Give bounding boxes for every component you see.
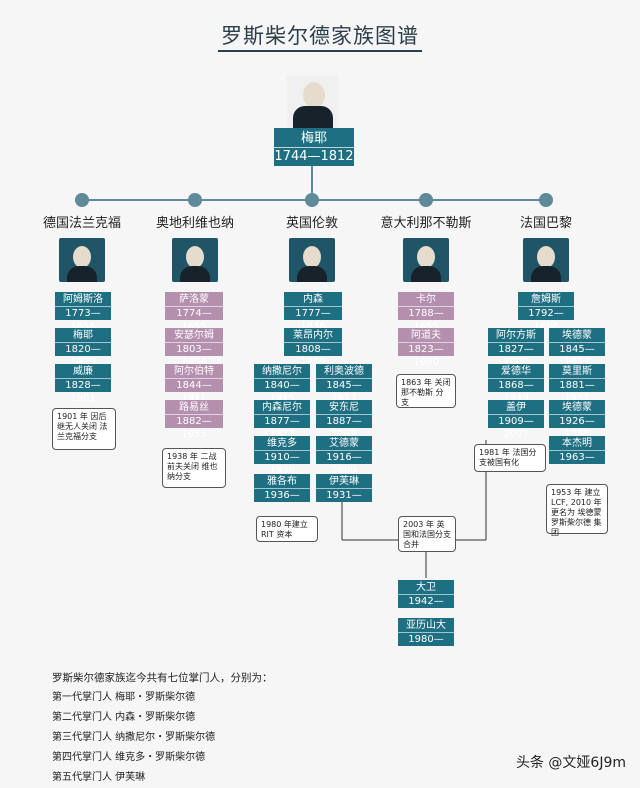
branch-label-vienna: 奥地利维也纳 (155, 216, 234, 231)
portrait-james (523, 238, 569, 282)
note-1953: 1953 年 建立 LCF, 2010 年更名为 埃德蒙罗斯柴尔德 集团 (546, 484, 608, 537)
summary-line: 第三代掌门人 纳撒尼尔・罗斯柴尔德 (52, 732, 216, 743)
branch-dot-frankfurt (75, 193, 89, 207)
branch-label-london: 英国伦敦 (285, 216, 338, 231)
branch-dot-london (305, 193, 319, 207)
summary-line: 第五代掌门人 伊芙琳 (52, 772, 146, 783)
note-1980: 1980 年建立 RIT 资本 (256, 516, 318, 542)
root-portrait (287, 76, 339, 130)
page-title: 罗斯柴尔德家族图谱 (221, 24, 419, 48)
summary-line: 第一代掌门人 梅耶・罗斯柴尔德 (52, 692, 196, 703)
portrait-nathan (289, 238, 335, 282)
title-underline (218, 50, 422, 52)
note-1863: 1863 年 关闭那不勒斯 分支 (396, 374, 456, 408)
branch-label-naples: 意大利那不勒斯 (380, 216, 472, 231)
portrait-amschel (59, 238, 105, 282)
branch-dot-naples (419, 193, 433, 207)
branch-dot-vienna (188, 193, 202, 207)
summary-line: 第四代掌门人 维克多・罗斯柴尔德 (52, 752, 206, 763)
note-1981: 1981 年 法国分支被国有化 (474, 444, 546, 472)
branch-label-frankfurt: 德国法兰克福 (42, 216, 121, 231)
leaders-summary: 罗斯柴尔德家族迄今共有七位掌门人，分别为： 第一代掌门人 梅耶・罗斯柴尔德 第二… (52, 668, 273, 788)
note-2003: 2003 年 英国和法国分支 合并 (398, 516, 456, 552)
portrait-carl (403, 238, 449, 282)
root-box: 梅耶 1744—1812 (274, 128, 354, 166)
portrait-salomon (172, 238, 218, 282)
note-1938: 1938 年 二战前夫关闭 维也纳分支 (162, 448, 226, 488)
branch-label-paris: 法国巴黎 (519, 216, 572, 231)
watermark: 头条 @文娅6J9m (515, 755, 626, 771)
branch-dot-paris (539, 193, 553, 207)
note-1901: 1901 年 因后继无人关闭 法兰克福分支 (52, 408, 116, 450)
summary-line: 第二代掌门人 内森・罗斯柴尔德 (52, 712, 196, 723)
summary-heading: 罗斯柴尔德家族迄今共有七位掌门人，分别为： (52, 672, 273, 684)
